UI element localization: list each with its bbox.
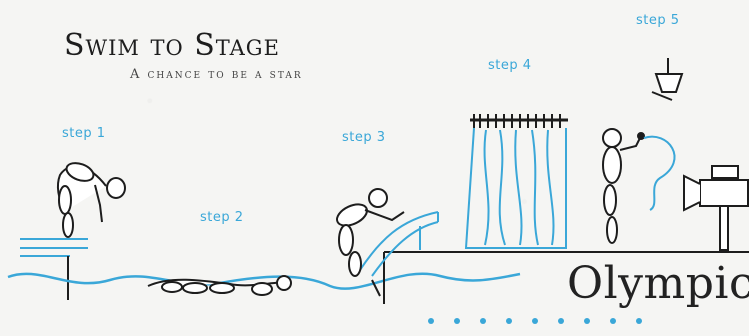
singer-figure bbox=[602, 128, 645, 244]
dot bbox=[506, 318, 512, 324]
climb-ramp bbox=[359, 211, 439, 277]
dot bbox=[454, 318, 460, 324]
dot bbox=[584, 318, 590, 324]
step-3-label: step 3 bbox=[342, 130, 386, 145]
spotlight bbox=[651, 58, 684, 101]
dot bbox=[610, 318, 616, 324]
diver-figure bbox=[56, 162, 126, 238]
diving-board bbox=[20, 238, 88, 300]
pagination-dots bbox=[428, 318, 642, 324]
step-2-label: step 2 bbox=[200, 210, 244, 225]
dot bbox=[428, 318, 434, 324]
dot bbox=[480, 318, 486, 324]
camera-icon bbox=[683, 165, 749, 251]
mic-cable bbox=[643, 135, 676, 211]
pool-water bbox=[7, 272, 521, 290]
step-4-label: step 4 bbox=[488, 58, 532, 73]
dot bbox=[636, 318, 642, 324]
page-subtitle: A chance to be a star bbox=[130, 67, 303, 82]
page-title: Swim to Stage bbox=[64, 28, 280, 63]
brand-wordmark: Olympic bbox=[567, 258, 749, 309]
dot bbox=[532, 318, 538, 324]
swimmer-figure bbox=[147, 275, 292, 296]
step-5-label: step 5 bbox=[636, 13, 680, 28]
stage-curtain bbox=[464, 114, 568, 249]
dot bbox=[558, 318, 564, 324]
climber-figure bbox=[336, 188, 405, 297]
step-1-label: step 1 bbox=[62, 126, 106, 141]
